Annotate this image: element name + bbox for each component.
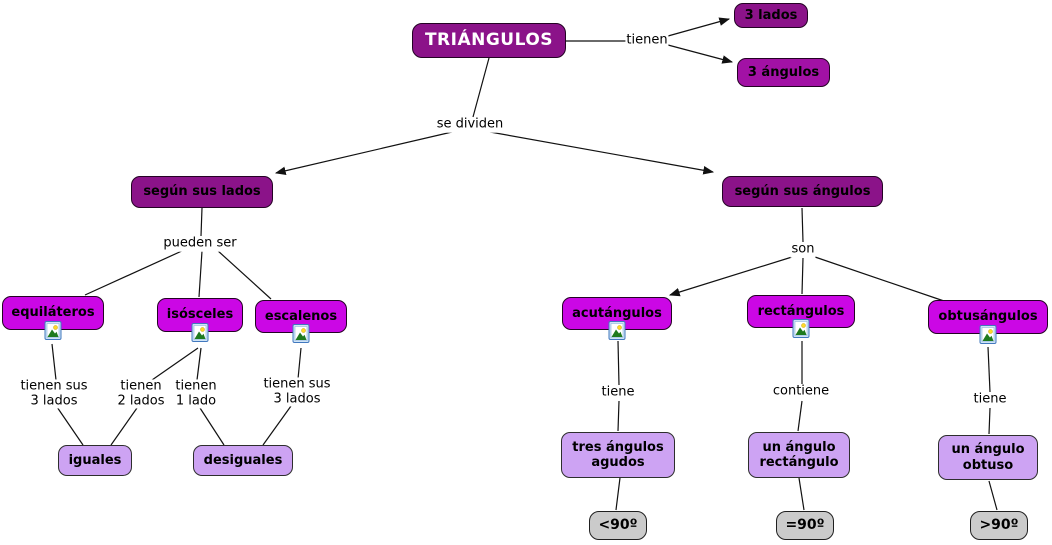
link-label-tienen[interactable]: tienen (625, 32, 669, 49)
image-icon[interactable] (792, 319, 810, 338)
node-menor-90[interactable]: <90º (589, 511, 647, 540)
node-obtusangulos-label: obtusángulos (938, 309, 1038, 325)
node-segun-sus-angulos-label: según sus ángulos (734, 183, 871, 199)
link-label-tienen-2-lados[interactable]: tienen 2 lados (116, 378, 166, 409)
link-label-tiene-izq[interactable]: tiene (600, 384, 636, 401)
node-desiguales[interactable]: desiguales (193, 445, 293, 476)
node-acutangulos[interactable]: acutángulos (562, 297, 672, 340)
node-un-angulo-rectangulo-label: un ángulo rectángulo (759, 439, 839, 470)
node-3-lados-label: 3 lados (744, 7, 798, 23)
node-escalenos-label: escalenos (264, 308, 338, 324)
link-label-son[interactable]: son (790, 241, 816, 258)
node-menor-90-label: <90º (598, 517, 638, 534)
image-icon[interactable] (979, 325, 997, 344)
node-un-angulo-rectangulo[interactable]: un ángulo rectángulo (748, 432, 850, 478)
node-mayor-90[interactable]: >90º (970, 511, 1028, 540)
image-icon[interactable] (44, 321, 62, 340)
node-triangulos-label: TRIÁNGULOS (424, 30, 554, 51)
node-3-lados[interactable]: 3 lados (734, 3, 808, 28)
node-un-angulo-obtuso-label: un ángulo obtuso (951, 442, 1025, 473)
node-un-angulo-obtuso[interactable]: un ángulo obtuso (938, 435, 1038, 480)
node-tres-angulos-agudos[interactable]: tres ángulos agudos (561, 432, 675, 478)
link-label-se-dividen[interactable]: se dividen (435, 116, 505, 133)
link-label-tienen-1-lado[interactable]: tienen 1 lado (174, 378, 218, 409)
link-label-contiene[interactable]: contiene (771, 383, 831, 400)
link-label-tienen-sus-3-lados-izq[interactable]: tienen sus 3 lados (19, 378, 89, 409)
node-isosceles[interactable]: isósceles (157, 298, 243, 342)
node-desiguales-label: desiguales (203, 452, 283, 468)
node-obtusangulos[interactable]: obtusángulos (928, 300, 1048, 344)
node-escalenos[interactable]: escalenos (255, 300, 347, 343)
node-igual-90-label: =90º (785, 517, 825, 534)
link-label-pueden-ser[interactable]: pueden ser (162, 235, 238, 252)
node-triangulos[interactable]: TRIÁNGULOS (412, 23, 566, 58)
node-igual-90[interactable]: =90º (776, 511, 834, 540)
node-segun-sus-angulos[interactable]: según sus ángulos (722, 176, 883, 207)
node-isosceles-label: isósceles (166, 307, 234, 323)
node-iguales-label: iguales (68, 452, 122, 468)
node-equilateros[interactable]: equiláteros (2, 296, 104, 340)
node-iguales[interactable]: iguales (58, 445, 132, 476)
node-rectangulos-label: rectángulos (757, 303, 845, 319)
node-acutangulos-label: acutángulos (572, 305, 662, 321)
node-equilateros-label: equiláteros (11, 305, 95, 321)
node-rectangulos[interactable]: rectángulos (747, 295, 855, 338)
node-3-angulos[interactable]: 3 ángulos (737, 58, 830, 87)
node-segun-sus-lados-label: según sus lados (143, 184, 261, 200)
node-tres-angulos-agudos-label: tres ángulos agudos (572, 439, 664, 470)
image-icon[interactable] (608, 321, 626, 340)
image-icon[interactable] (191, 323, 209, 342)
image-icon[interactable] (292, 324, 310, 343)
node-segun-sus-lados[interactable]: según sus lados (131, 176, 273, 208)
link-label-tienen-sus-3-lados-der[interactable]: tienen sus 3 lados (262, 376, 332, 407)
link-label-tiene-der[interactable]: tiene (972, 391, 1008, 408)
node-mayor-90-label: >90º (979, 517, 1019, 534)
node-3-angulos-label: 3 ángulos (747, 64, 820, 80)
